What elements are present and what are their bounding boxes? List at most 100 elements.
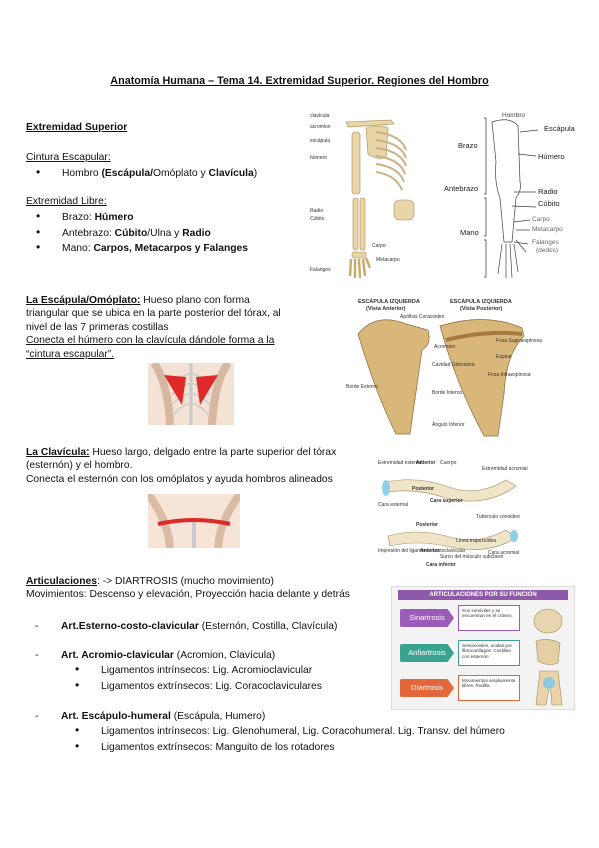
text-paren: ) (253, 168, 258, 179)
text-escapula-2: triangular que se ubica en la parte post… (26, 308, 281, 320)
label-ext-esternal: Extremidad esternal (378, 460, 423, 466)
label-cintura-escapular: Cintura Escapular: (26, 152, 111, 163)
label-angulo-inferior: Ángulo Inferior (432, 422, 465, 428)
text-omoplato: Omóplato y (153, 168, 209, 179)
label-metacarpo: Metacarpo (376, 257, 400, 263)
section-escapula: La Escápula/Omóplato: Hueso plano con fo… (26, 294, 316, 361)
label-falanges: Falanges (310, 267, 331, 273)
label-metacarpo: Metacarpo (532, 226, 563, 233)
label-falanges: Falanges (532, 239, 559, 246)
list-item: Art.Esterno-costo-clavicular (Esternón, … (35, 620, 401, 634)
label-carpo: Carpo (372, 243, 386, 249)
label-cara-esternal: Cara esternal (378, 502, 409, 508)
section-extremidad-superior: Extremidad Superior (26, 121, 127, 134)
figure-scapula-views: ESCÁPULA IZQUIERDA (Vista Anterior) ESCÁ… (336, 294, 542, 439)
label-impresion: Impresión del ligamento costoclavicular (378, 548, 466, 554)
figure-chest-clavicle (144, 491, 244, 549)
label-espina: Espina (496, 354, 512, 360)
list-item: Hombro (Escápula/Omóplato y Clavícula) (36, 166, 258, 183)
label-posterior-2: Posterior (416, 522, 438, 528)
label-linea-trapezoidea: Línea trapezoidea (456, 538, 497, 544)
back-illustration (150, 360, 232, 426)
joint-illustrations (533, 608, 563, 706)
label-tuberculo: Tubérculo conoideo (476, 514, 520, 520)
text-clavicula-3: Conecta el esternón con los omóplatos y … (26, 473, 333, 485)
list-extremidad-libre: Brazo: Húmero Antebrazo: Cúbito/Ulna y R… (36, 210, 248, 258)
label-carpo: Carpo (532, 216, 550, 223)
text-escapula: (Escápula/ (101, 168, 153, 179)
art-detail: (Esternón, Costilla, Clavícula) (198, 621, 338, 632)
label-escapula: Escápula (544, 124, 575, 133)
list-item: Brazo: Húmero (36, 210, 248, 227)
list-escapulo-ligaments: Ligamentos intrínsecos: Lig. Glenohumera… (75, 724, 571, 757)
text-escapula-1: Hueso plano con forma (140, 295, 250, 306)
label-borde-externo: Borde Externo (346, 384, 378, 390)
arm-outline-illustration (484, 117, 539, 279)
list-acromio-ligaments: Ligamentos intrínsecos: Lig. Acromioclav… (75, 663, 401, 696)
joint-types-header: ARTICULACIONES POR SU FUNCIÓN (398, 590, 568, 600)
joint-type-description: Son inmóviles y se encuentran en el crán… (458, 605, 520, 631)
item-bone: Radio (182, 227, 211, 239)
item-bone: Cúbito (114, 227, 148, 239)
art-detail: (Acromion, Clavícula) (173, 650, 276, 661)
text-diartrosis: : -> DIARTROSIS (mucho movimiento) (96, 576, 274, 587)
label-fosa-supraespinosa: Fosa Supraespinosa (496, 338, 542, 344)
art-name: Art. Escápulo-humeral (61, 711, 171, 722)
label-cubito: Cúbito (310, 216, 325, 222)
label-anterior-2: Anterior (420, 548, 440, 554)
label-cavidad-glenoidea: Cavidad Glenoidea (432, 362, 475, 368)
label-humero: Húmero (538, 152, 565, 161)
label-cara-inferior: Cara inferior (426, 562, 456, 568)
chest-illustration (144, 491, 244, 549)
label-escapula: escápula (310, 138, 331, 144)
text-clavicula-1: Hueso largo, delgado entre la parte supe… (89, 447, 337, 458)
label-cara-superior: Cara superior (430, 498, 463, 504)
label-brazo: Brazo (458, 141, 478, 150)
text-escapula-4: Conecta el húmero con la clavícula dándo… (26, 335, 275, 347)
heading-escapula: La Escápula/Omóplato: (26, 295, 141, 306)
art-name: Art.Esterno-costo-clavicular (61, 621, 199, 632)
art-detail: (Escápula, Humero) (170, 711, 266, 722)
list-cintura: Hombro (Escápula/Omóplato y Clavícula) (36, 166, 258, 183)
label-right-title: ESCÁPULA IZQUIERDA (450, 299, 512, 305)
joint-type-description: Semimóviles, unidas por fibrocartílagos.… (458, 640, 520, 666)
text-clavicula-2: (esternón) y el hombro. (26, 460, 133, 472)
item-label: Mano: (62, 243, 94, 254)
figure-back-scapula (148, 360, 234, 426)
list-item: Mano: Carpos, Metacarpos y Falanges (36, 241, 248, 258)
item-bone: Carpos, Metacarpos y Falanges (93, 243, 248, 254)
heading-articulaciones: Articulaciones (26, 576, 97, 587)
label-hombro: Hombro (502, 112, 526, 119)
label-left-title: ESCÁPULA IZQUIERDA (358, 299, 420, 305)
heading-clavicula: La Clavícula: (26, 447, 90, 458)
figure-arm-regions: Hombro Escápula Brazo Húmero Antebrazo R… (440, 112, 580, 282)
list-item: Ligamentos extrínsecos: Lig. Coracoclavi… (75, 679, 401, 696)
figure-skeleton-arm: clavícula acromion escápula húmero Radio… (306, 110, 416, 280)
label-fosa-infraespinosa: Fosa Infraespinosa (488, 372, 531, 378)
item-label: Brazo: (62, 212, 95, 223)
list-item: Ligamentos extrínsecos: Manguito de los … (75, 740, 571, 757)
list-item: Antebrazo: Cúbito/Ulna y Radio (36, 226, 248, 243)
scapula-illustration (357, 319, 525, 437)
figure-clavicle-views: Extremidad esternal Anterior Cuerpo Extr… (376, 458, 536, 570)
text-hombro: Hombro (62, 168, 102, 179)
joint-type-label: Anfiartrosis (400, 644, 454, 662)
label-anterior-1: Anterior (416, 460, 436, 466)
joint-type-description: Movimientos ampliamente libres. Rodilla. (458, 675, 520, 701)
item-bone: Húmero (94, 212, 134, 223)
section-clavicula: La Clavícula: Hueso largo, delgado entre… (26, 446, 366, 486)
list-item: Ligamentos intrínsecos: Lig. Acromioclav… (75, 663, 401, 680)
list-item: Art. Acromio-clavicular (Acromion, Claví… (35, 649, 401, 663)
list-item: Art. Escápulo-humeral (Escápula, Humero) (35, 710, 421, 724)
section-articulaciones: Articulaciones: -> DIARTROSIS (mucho mov… (26, 575, 406, 602)
label-antebrazo: Antebrazo (444, 184, 479, 193)
list-item: Ligamentos intrínsecos: Lig. Glenohumera… (75, 724, 571, 741)
label-acromion: Acromion (434, 344, 456, 350)
art-name: Art. Acromio-clavicular (61, 650, 174, 661)
label-dedos: (dedos) (536, 247, 559, 254)
label-extremidad-libre: Extremidad Libre: (26, 196, 107, 207)
label-right-sub: (Vista Posterior) (460, 306, 503, 312)
label-posterior-1: Posterior (412, 486, 434, 492)
label-radio: Radio (538, 187, 558, 196)
label-clavicula: clavícula (310, 113, 330, 119)
